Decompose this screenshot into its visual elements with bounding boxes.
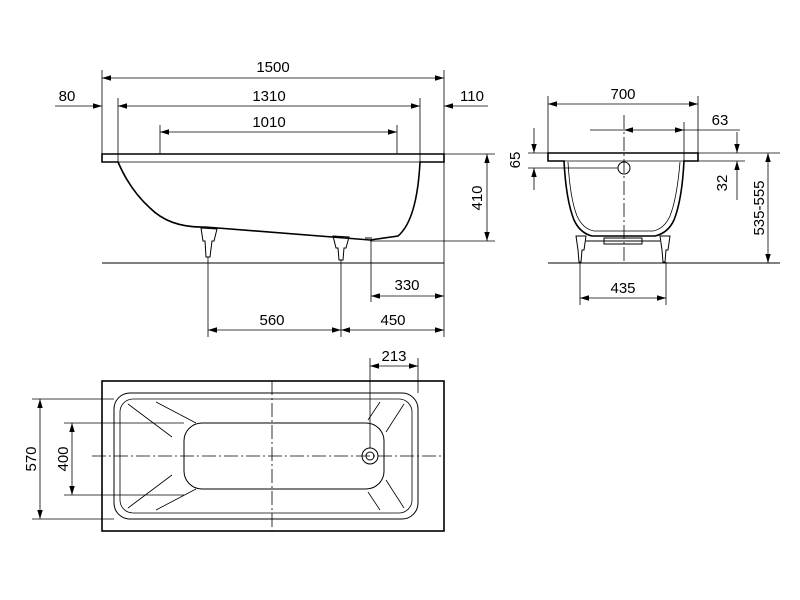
end-view-tub-outline (547, 152, 699, 237)
dim-label-435: 435 (610, 280, 635, 297)
dim-label-63: 63 (712, 112, 729, 129)
dim-label-1010: 1010 (252, 114, 285, 131)
end-view: 700 63 65 32 535-555 435 (507, 86, 780, 305)
dim-label-1500: 1500 (256, 59, 289, 76)
dim-label-410: 410 (469, 185, 486, 210)
dim-label-1310: 1310 (252, 88, 285, 105)
dim-label-570: 570 (23, 446, 40, 471)
end-view-legs (575, 235, 671, 263)
dim-label-80: 80 (59, 88, 76, 105)
side-view: 1500 80 1310 110 1010 410 330 560 450 (55, 59, 495, 337)
dim-label-560: 560 (259, 312, 284, 329)
drain-inner-icon (365, 451, 375, 461)
plan-view: 213 570 400 (23, 348, 445, 532)
dim-label-65: 65 (507, 152, 524, 169)
dim-label-450: 450 (380, 312, 405, 329)
dim-label-32: 32 (714, 175, 731, 192)
dim-label-213: 213 (381, 348, 406, 365)
dim-label-400: 400 (55, 446, 72, 471)
dim-label-700: 700 (610, 86, 635, 103)
leg-left (200, 227, 218, 258)
dim-label-330: 330 (394, 277, 419, 294)
leg-right (332, 235, 350, 261)
dim-label-110: 110 (460, 88, 484, 105)
dim-label-535-555: 535-555 (751, 180, 768, 235)
side-view-tub-outline (101, 153, 445, 241)
